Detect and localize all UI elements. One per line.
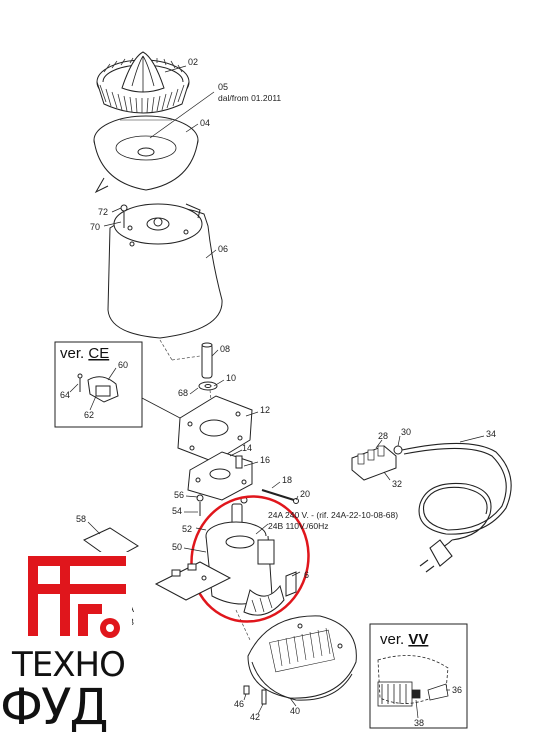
- motor-plate-12: [177, 395, 253, 463]
- callout-18: 18: [282, 475, 292, 485]
- callout-40: 40: [290, 706, 300, 716]
- motor-part: [205, 503, 297, 616]
- callout-14: 14: [242, 443, 252, 453]
- logo-mark: [28, 556, 126, 638]
- juicer-cone-part: [96, 51, 190, 114]
- base-part-40: [247, 615, 357, 701]
- callout-58: 58: [76, 514, 86, 524]
- callout-06: 06: [218, 244, 228, 254]
- callout-46: 46: [234, 699, 244, 709]
- callout-42: 42: [250, 712, 260, 722]
- bracket-plate-14: [187, 451, 253, 501]
- callout-52: 52: [182, 524, 192, 534]
- callout-70: 70: [90, 222, 100, 232]
- svg-text:ver. VV: ver. VV: [380, 631, 428, 648]
- callout-20: 20: [300, 489, 310, 499]
- callout-05-note: dal/from 01.2011: [218, 93, 281, 103]
- callout-72: 72: [98, 207, 108, 217]
- svg-text:ver. CE: ver. CE: [60, 345, 109, 362]
- callout-30: 30: [401, 427, 411, 437]
- pin-18-20: [261, 489, 299, 504]
- callout-32: 32: [392, 479, 402, 489]
- callout-36: 36: [452, 685, 462, 695]
- juicer-bowl-part: [93, 115, 199, 194]
- callout-08: 08: [220, 344, 230, 354]
- inset-vv-prefix: ver.: [380, 631, 408, 648]
- callout-62: 62: [84, 410, 94, 420]
- circuit-board-ab: [154, 561, 232, 601]
- callout-38: 38: [414, 718, 424, 728]
- callout-labels: 02 05 dal/from 01.2011 04 72 70 06 08 10…: [60, 57, 496, 728]
- callout-34: 34: [486, 429, 496, 439]
- callout-16: 16: [260, 455, 270, 465]
- inset-ver-vv: ver. VV: [369, 623, 468, 729]
- power-cord-part: [401, 442, 512, 573]
- motor-highlight-ellipse: [190, 495, 310, 623]
- logo-line2: ФУД: [0, 678, 107, 736]
- callout-54: 54: [172, 506, 182, 516]
- callout-6: 6: [304, 570, 309, 580]
- motor-note-24b: 24B 110V./60Hz: [268, 521, 329, 531]
- callout-50: 50: [172, 542, 182, 552]
- callout-64: 64: [60, 390, 70, 400]
- inset-ce-prefix: ver.: [60, 345, 88, 362]
- logo-line1: ТЕХНО: [11, 645, 125, 685]
- inset-vv-suffix: VV: [408, 631, 428, 648]
- housing-part: [107, 203, 223, 339]
- callout-10: 10: [226, 373, 236, 383]
- callout-12: 12: [260, 405, 270, 415]
- callout-04: 04: [200, 118, 210, 128]
- motor-note-24a: 24A 240 V. - (rif. 24A-22-10-08-68): [268, 510, 398, 520]
- callout-28: 28: [378, 431, 388, 441]
- callout-56: 56: [174, 490, 184, 500]
- callout-02: 02: [188, 57, 198, 67]
- callout-60: 60: [118, 360, 128, 370]
- callout-68: 68: [178, 388, 188, 398]
- shaft-part: [198, 342, 218, 391]
- inset-ver-ce: ver. CE: [54, 341, 181, 428]
- terminal-block-part: [351, 445, 403, 481]
- inset-ce-suffix: CE: [88, 345, 109, 362]
- callout-05: 05: [218, 82, 228, 92]
- tekhnofud-logo: ТЕХНО ФУД: [0, 552, 132, 736]
- screws-42-46: [243, 685, 267, 705]
